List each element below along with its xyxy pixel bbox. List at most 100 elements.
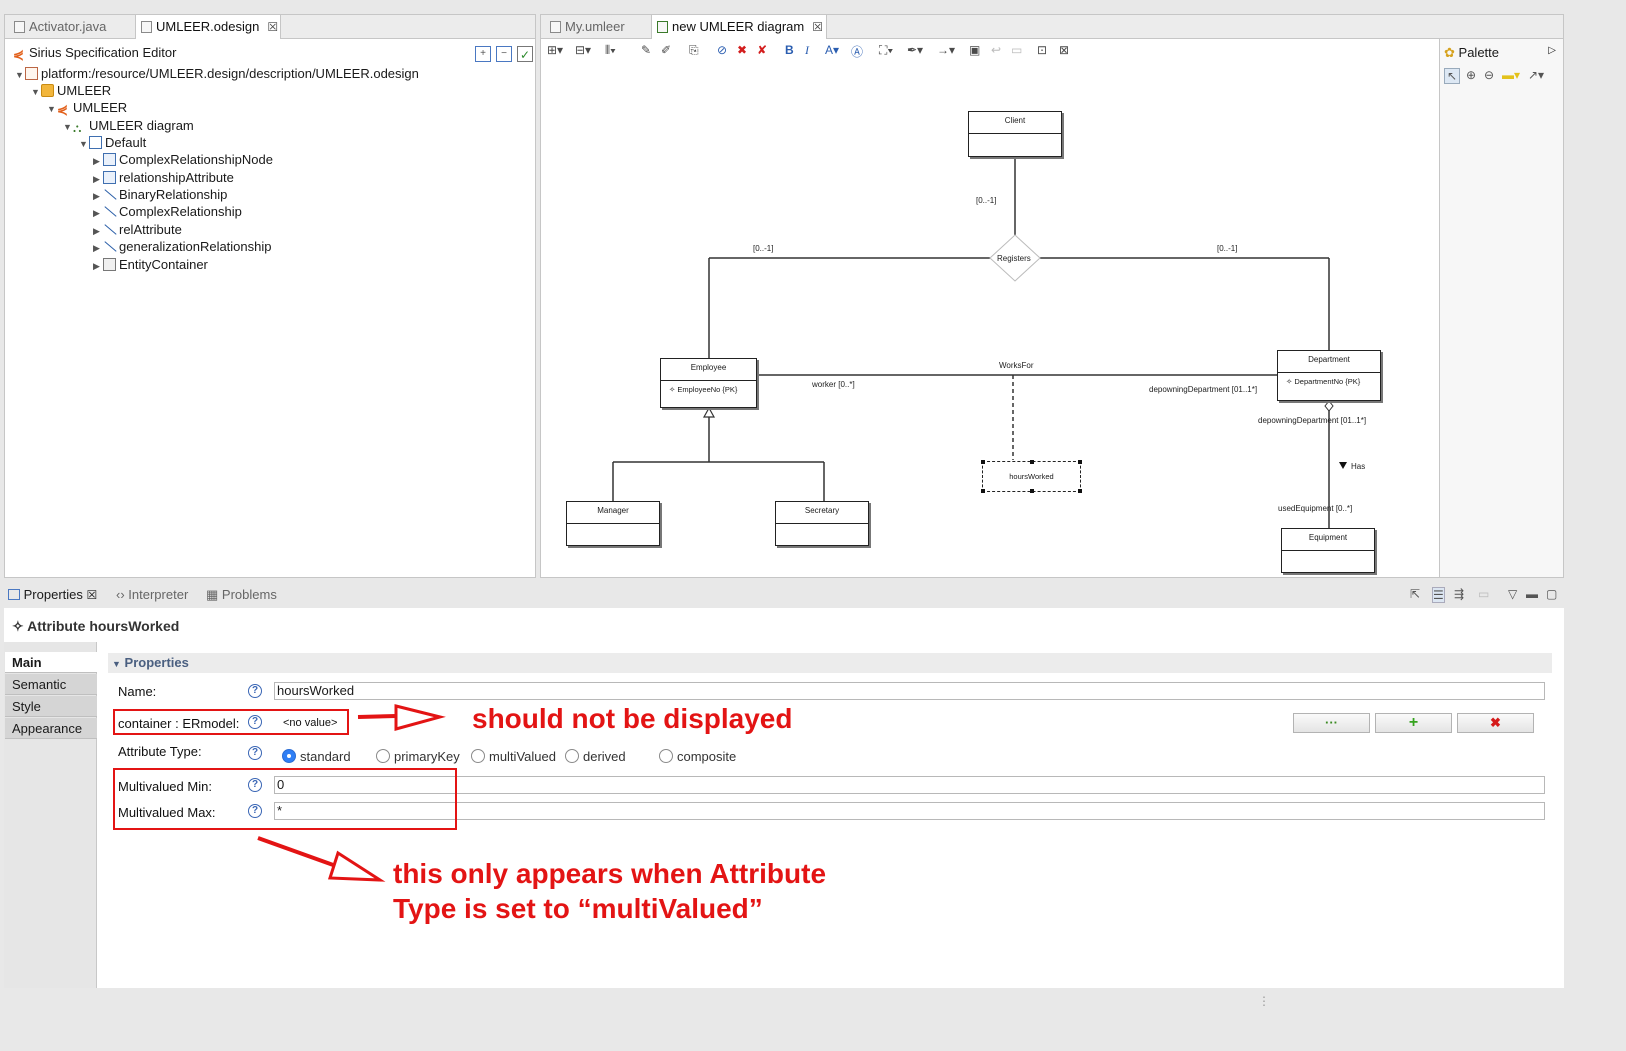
node-employee[interactable]: Employee ✧ EmployeeNo {PK} — [660, 358, 757, 408]
refresh-icon[interactable]: ⊠ — [1059, 43, 1070, 57]
zoom-fit-icon[interactable]: ⊡ — [1037, 43, 1048, 57]
font-icon[interactable]: Ⓐ — [851, 45, 864, 59]
collapse-all-icon[interactable]: − — [496, 46, 512, 62]
selection-handle[interactable] — [1078, 460, 1082, 464]
bold-icon[interactable]: B — [785, 43, 794, 57]
note-tool-icon[interactable]: ▬▾ — [1502, 68, 1521, 82]
multivalued-min-field[interactable]: 0 — [274, 776, 1545, 794]
viewpoint-icon: ⋞ — [57, 102, 68, 117]
tab-activator-java[interactable]: Activator.java — [9, 15, 135, 39]
tab-my-umleer[interactable]: My.umleer — [545, 15, 651, 39]
show-advanced-icon[interactable]: ⇶ — [1454, 587, 1465, 601]
radio-multi-valued[interactable] — [471, 749, 485, 763]
link-tool-icon[interactable]: ↗▾ — [1528, 68, 1545, 82]
side-tab-semantic[interactable]: Semantic — [5, 674, 97, 695]
line-color-icon[interactable]: ✒▾ — [907, 43, 924, 57]
view-menu-icon[interactable]: ▽ — [1508, 587, 1518, 601]
side-tab-main[interactable]: Main — [5, 652, 97, 673]
delete-from-model-icon[interactable]: ✘ — [757, 43, 768, 57]
tab-umleer-odesign[interactable]: UMLEER.odesign☒ — [135, 15, 281, 39]
palette-header[interactable]: ✿ Palette ▷ — [1444, 45, 1556, 60]
select-all-icon[interactable]: ⊞▾ — [547, 43, 564, 57]
multivalued-max-field[interactable]: * — [274, 802, 1545, 820]
zoom-out-icon[interactable]: ⊖ — [1484, 68, 1495, 82]
node-mapping-icon — [103, 153, 116, 166]
name-field[interactable]: hoursWorked — [274, 682, 1545, 700]
radio-derived[interactable] — [565, 749, 579, 763]
copy-format-icon[interactable]: ⎘ — [689, 43, 699, 57]
tree-item-default-layer[interactable]: ▼Default — [79, 134, 146, 152]
selection-handle[interactable] — [981, 460, 985, 464]
expanded-icon: ▼ — [47, 104, 56, 114]
tab-problems[interactable]: ▦ Problems — [206, 587, 277, 602]
selection-handle[interactable] — [981, 489, 985, 493]
tree-item-generalization-relationship[interactable]: ▶generalizationRelationship — [93, 238, 272, 256]
side-tab-appearance[interactable]: Appearance — [5, 718, 97, 739]
expand-all-icon[interactable]: + — [475, 46, 491, 62]
browse-button[interactable]: ··· — [1293, 713, 1370, 733]
tab-new-umleer-diagram[interactable]: new UMLEER diagram☒ — [651, 15, 827, 39]
tree-item-umleer-diagram[interactable]: ▼⛬UMLEER diagram — [63, 118, 194, 135]
image-icon[interactable]: ▣ — [969, 43, 981, 57]
tree-item-binary-relationship[interactable]: ▶BinaryRelationship — [93, 186, 227, 204]
delete-from-diagram-icon[interactable]: ✖ — [737, 43, 748, 57]
unpin-icon[interactable]: ✐ — [661, 43, 672, 57]
help-icon[interactable]: ? — [248, 804, 262, 818]
selection-handle[interactable] — [1078, 489, 1082, 493]
remove-button[interactable]: ✖ — [1457, 713, 1534, 733]
folder-icon — [41, 84, 54, 97]
validate-icon[interactable]: ✓ — [517, 46, 533, 62]
fill-color-icon[interactable]: ⛶▾ — [879, 43, 894, 57]
tree-item-rel-attribute[interactable]: ▶relAttribute — [93, 221, 182, 239]
edge-mapping-icon — [103, 240, 116, 253]
show-categories-icon[interactable]: ☰ — [1432, 587, 1445, 603]
section-header-properties[interactable]: ▼ Properties — [108, 653, 1552, 673]
pin-view-icon[interactable]: ⇱ — [1410, 587, 1421, 601]
client-multiplicity-label: [0..-1] — [976, 196, 997, 205]
tree-item-entity-container[interactable]: ▶EntityContainer — [93, 256, 208, 274]
tab-interpreter[interactable]: ‹› Interpreter — [116, 587, 189, 602]
line-style-icon[interactable]: →▾ — [937, 43, 956, 57]
help-icon[interactable]: ? — [248, 746, 262, 760]
tab-properties[interactable]: Properties ☒ — [8, 587, 97, 602]
help-icon[interactable]: ? — [248, 778, 262, 792]
node-equipment[interactable]: Equipment — [1281, 528, 1375, 573]
tree-item-relationship-attribute[interactable]: ▶relationshipAttribute — [93, 169, 234, 187]
minimize-icon[interactable]: ▬ — [1526, 587, 1538, 601]
node-manager[interactable]: Manager — [566, 501, 660, 546]
select-tool-icon[interactable]: ↖ — [1444, 68, 1460, 84]
maximize-icon[interactable]: ▢ — [1546, 587, 1558, 601]
selection-handle[interactable] — [1030, 489, 1034, 493]
tree-item-complex-relationship[interactable]: ▶ComplexRelationship — [93, 203, 242, 221]
side-tab-style[interactable]: Style — [5, 696, 97, 717]
font-color-icon[interactable]: A▾ — [825, 43, 840, 57]
palette-collapse-icon[interactable]: ▷ — [1548, 45, 1556, 56]
add-button[interactable]: + — [1375, 713, 1452, 733]
tree-item-umleer-group[interactable]: ▼UMLEER — [31, 82, 111, 100]
pin-icon[interactable]: ✎ — [641, 43, 652, 57]
selection-handle[interactable] — [1030, 460, 1034, 464]
radio-standard[interactable] — [282, 749, 296, 763]
node-department[interactable]: Department ✧ DepartmentNo {PK} — [1277, 350, 1381, 401]
arrange-icon[interactable]: ⊟▾ — [575, 43, 592, 57]
node-name: Equipment — [1282, 529, 1374, 551]
node-hours-worked[interactable]: hoursWorked — [981, 460, 1082, 493]
node-secretary[interactable]: Secretary — [775, 501, 869, 546]
close-icon[interactable]: ☒ — [267, 20, 279, 34]
tree-item-umleer-viewpoint[interactable]: ▼⋞UMLEER — [47, 100, 128, 117]
help-icon[interactable]: ? — [248, 684, 262, 698]
italic-icon[interactable]: I — [805, 43, 809, 57]
properties-title: ✧ Attribute hoursWorked — [12, 618, 180, 634]
align-icon[interactable]: ⫴▾ — [605, 43, 616, 57]
zoom-in-icon[interactable]: ⊕ — [1466, 68, 1477, 82]
radio-primary-key[interactable] — [376, 749, 390, 763]
diagram-canvas[interactable]: Client Registers Employee ✧ EmployeeNo {… — [543, 65, 1437, 575]
radio-composite[interactable] — [659, 749, 673, 763]
tree-item-complex-relationship-node[interactable]: ▶ComplexRelationshipNode — [93, 151, 273, 169]
node-client[interactable]: Client — [968, 111, 1062, 157]
hide-icon[interactable]: ⊘ — [717, 43, 728, 57]
help-icon[interactable]: ? — [248, 715, 262, 729]
tree-item-odesign-resource[interactable]: ▼platform:/resource/UMLEER.design/descri… — [15, 65, 419, 83]
close-icon[interactable]: ☒ — [86, 588, 98, 602]
close-icon[interactable]: ☒ — [812, 20, 823, 34]
